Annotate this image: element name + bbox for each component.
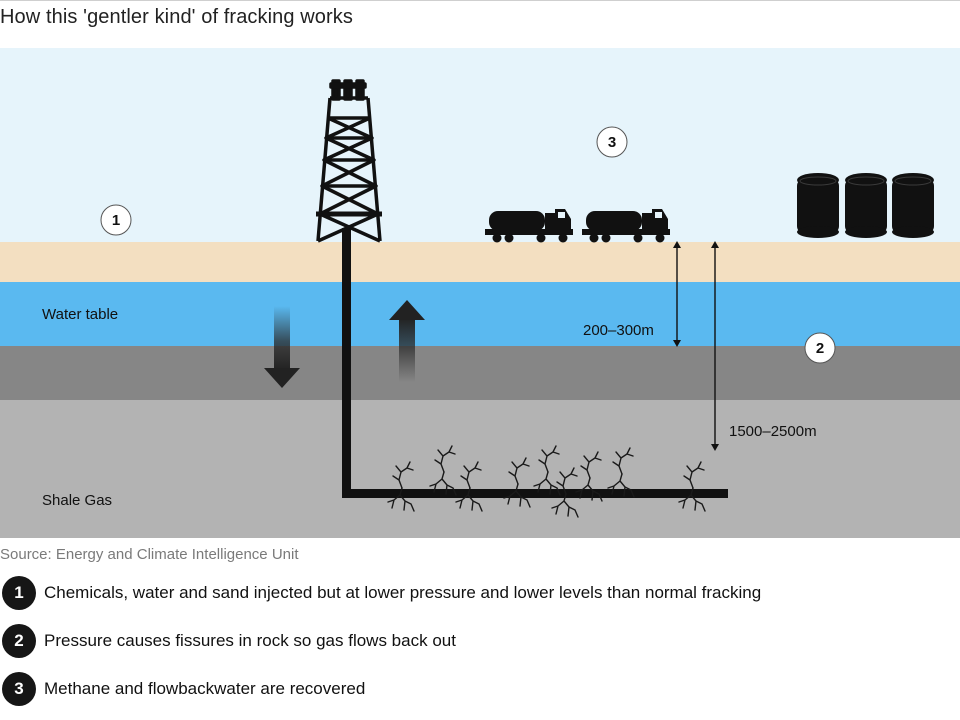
water-table-layer	[0, 282, 960, 346]
water-table-label: Water table	[42, 306, 118, 323]
svg-text:1: 1	[112, 212, 120, 229]
depth-deep-label: 1500–2500m	[729, 423, 817, 440]
down-arrow-icon	[264, 306, 300, 388]
legend-item-3: 3 Methane and flowbackwater are recovere…	[0, 672, 960, 708]
dark-rock-layer	[0, 346, 960, 400]
legend-number-3: 3	[2, 672, 36, 706]
legend-text-1: Chemicals, water and sand injected but a…	[44, 583, 762, 602]
svg-text:2: 2	[816, 340, 824, 357]
legend-text-3: Methane and flowbackwater are recovered	[44, 679, 366, 698]
storage-tank-icon	[796, 172, 840, 239]
page-title: How this 'gentler kind' of fracking work…	[0, 6, 353, 28]
depth-arrow-shallow	[673, 241, 681, 347]
up-arrow-icon	[389, 300, 425, 382]
fracking-diagram: Water table Shale Gas 200–300m	[0, 48, 960, 538]
top-rule	[0, 0, 960, 1]
legend-item-1: 1 Chemicals, water and sand injected but…	[0, 576, 960, 612]
source-note: Source: Energy and Climate Intelligence …	[0, 546, 299, 563]
legend-number-2: 2	[2, 624, 36, 658]
well-pipe	[342, 228, 728, 498]
depth-shallow-label: 200–300m	[583, 322, 654, 339]
badge-3: 3	[596, 126, 628, 158]
legend-number-1: 1	[2, 576, 36, 610]
svg-text:3: 3	[608, 134, 616, 151]
badge-1: 1	[100, 204, 132, 236]
storage-tank-icon-3	[891, 172, 935, 239]
drilling-rig-icon	[316, 79, 382, 243]
depth-arrow-deep	[711, 241, 719, 451]
storage-tank-icon-2	[844, 172, 888, 239]
sand-layer	[0, 242, 960, 282]
badge-2: 2	[804, 332, 836, 364]
legend-item-2: 2 Pressure causes fissures in rock so ga…	[0, 624, 960, 660]
legend-text-2: Pressure causes fissures in rock so gas …	[44, 631, 456, 650]
shale-gas-label: Shale Gas	[42, 492, 112, 509]
